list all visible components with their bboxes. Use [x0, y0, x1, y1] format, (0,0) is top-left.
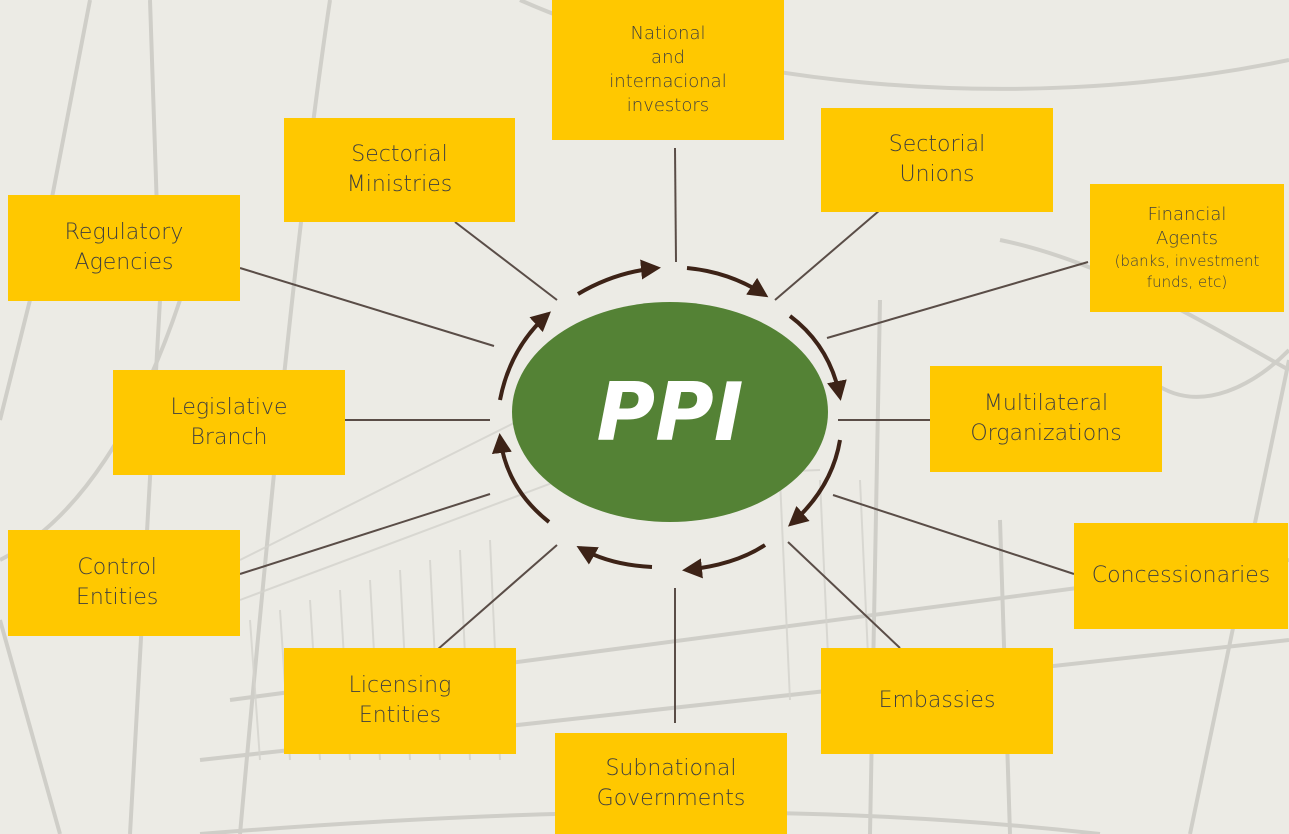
- cycle-arrow-6: [576, 546, 653, 569]
- node-regulatory-agencies: Regulatory Agencies: [8, 195, 240, 301]
- link-embassies: [787, 541, 901, 649]
- link-concessionaries: [832, 494, 1075, 575]
- link-financial-agents: [826, 261, 1089, 339]
- cycle-arrow-3: [788, 314, 847, 401]
- node-control-entities: Control Entities: [8, 530, 240, 636]
- node-embassies: Embassies: [821, 648, 1053, 754]
- cycle-arrow-7: [491, 433, 551, 524]
- link-sectorial-unions: [774, 209, 881, 301]
- cycle-arrow-1: [576, 259, 661, 296]
- center-ellipse: [512, 302, 828, 522]
- link-national-investors: [674, 147, 677, 263]
- node-sectorial-ministries: Sectorial Ministries: [284, 118, 515, 222]
- node-multilateral-organizations: Multilateral Organizations: [930, 366, 1162, 472]
- node-financial-agents: Financial Agents (banks, investment fund…: [1090, 184, 1284, 312]
- center-label: PPI: [596, 365, 744, 459]
- link-sectorial-ministries: [454, 221, 558, 301]
- link-control-entities: [239, 493, 491, 575]
- node-legislative-branch: Legislative Branch: [113, 370, 345, 475]
- cycle-arrow-2: [686, 266, 769, 298]
- cycle-arrow-4: [787, 439, 842, 527]
- node-national-investors: National and internacional investors: [552, 0, 784, 140]
- cycle-arrow-5: [682, 543, 767, 579]
- node-concessionaries: Concessionaries: [1074, 523, 1288, 629]
- node-licensing-entities: Licensing Entities: [284, 648, 516, 754]
- node-subnational-governments: Subnational Governments: [555, 733, 787, 834]
- link-regulatory-agencies: [239, 267, 495, 347]
- node-sectorial-unions: Sectorial Unions: [821, 108, 1053, 212]
- link-licensing-entities: [436, 544, 558, 651]
- cycle-arrow-8: [498, 311, 551, 401]
